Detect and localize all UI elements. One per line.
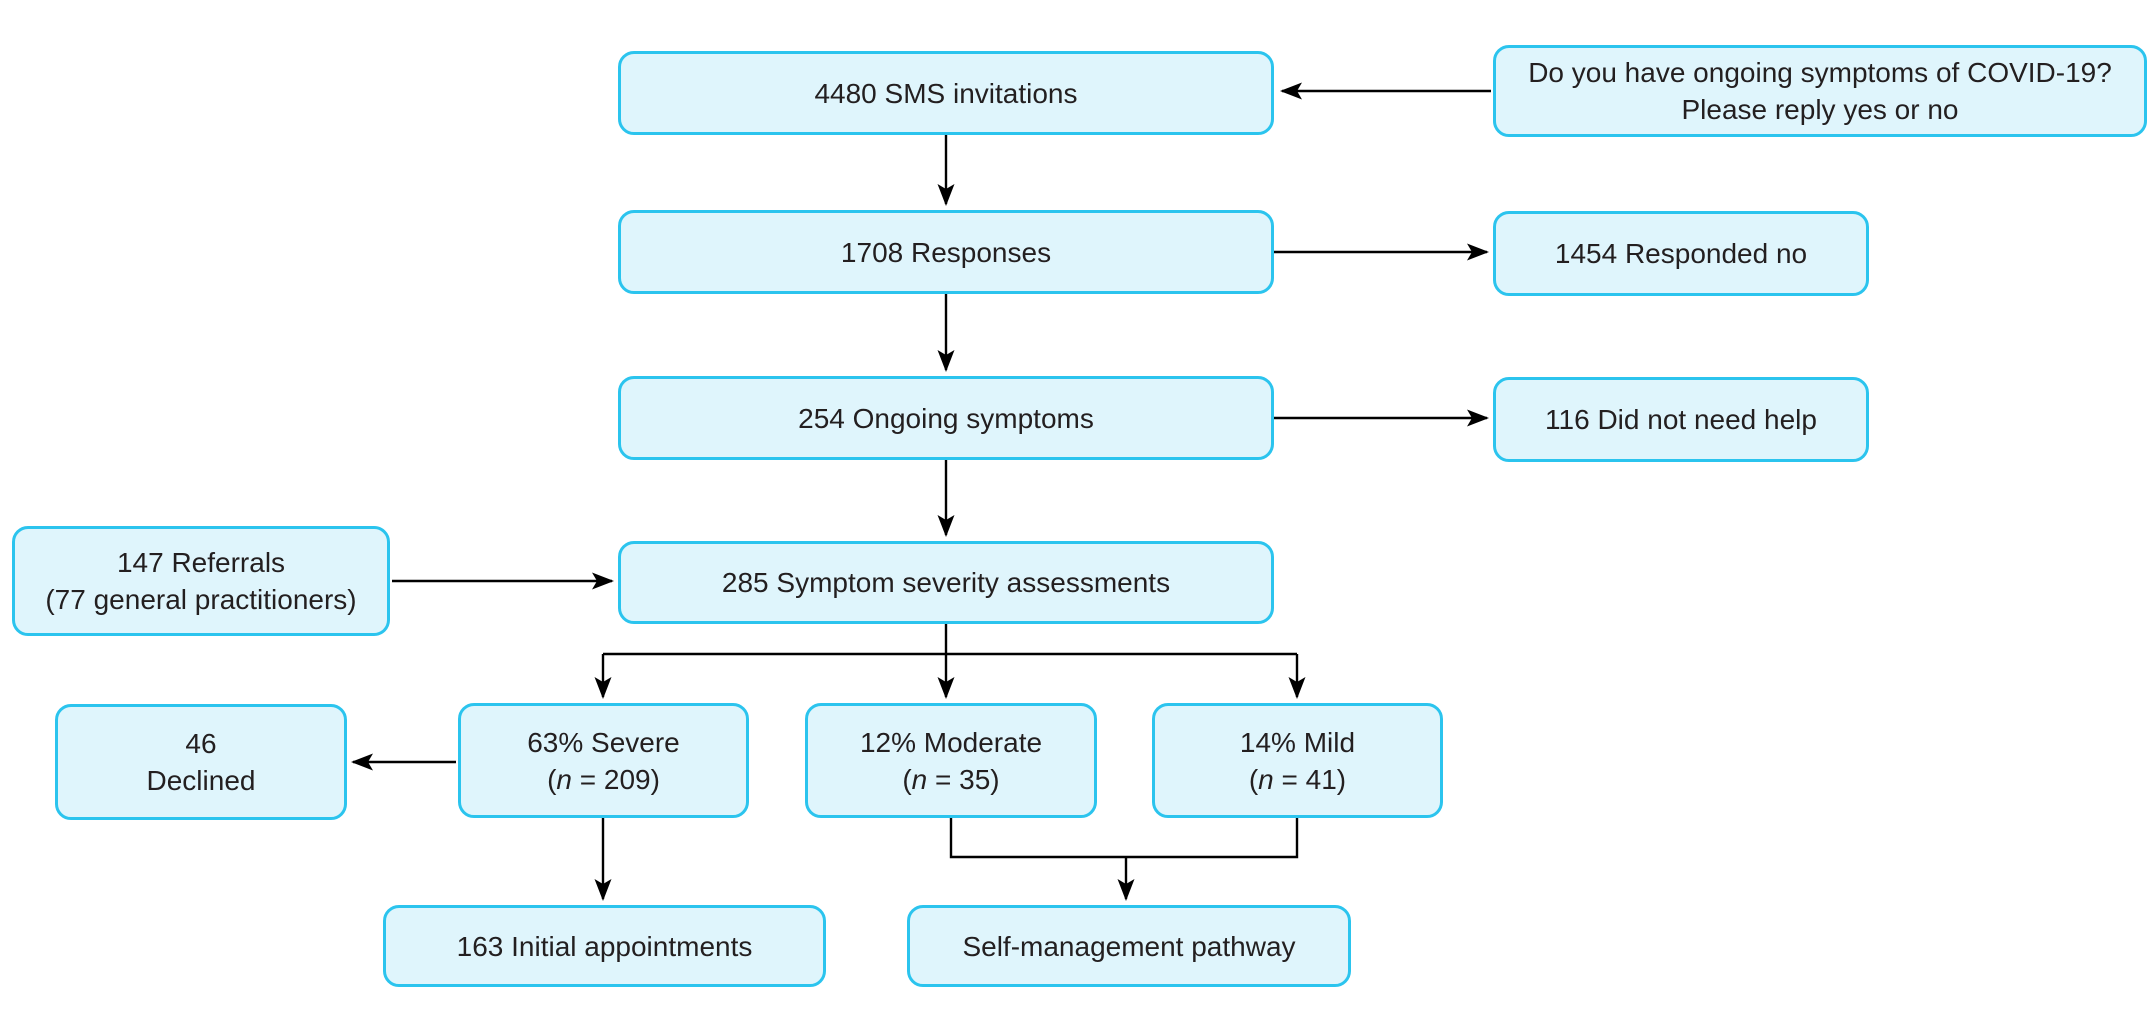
node-initial-appointments: 163 Initial appointments (383, 905, 826, 987)
paren: ( (547, 763, 557, 795)
node-referrals: 147 Referrals (77 general practitioners) (12, 526, 390, 636)
node-label: Self-management pathway (962, 930, 1296, 962)
node-responded-no: 1454 Responded no (1493, 211, 1869, 296)
node-label-line2: Declined (146, 765, 256, 796)
node-sms-invitations: 4480 SMS invitations (618, 51, 1274, 135)
node-label: 1708 Responses (840, 236, 1052, 268)
node-ongoing-symptoms: 254 Ongoing symptoms (618, 376, 1274, 460)
node-severe: 63% Severe (n = 209) (458, 703, 749, 818)
paren: ( (902, 763, 912, 795)
node-label-line1: 14% Mild (1239, 726, 1356, 758)
node-label-line1: 12% Moderate (859, 726, 1043, 758)
node-label-line1: 147 Referrals (116, 547, 286, 578)
node-sms-question: Do you have ongoing symptoms of COVID-19… (1493, 45, 2147, 137)
node-severity-assessments: 285 Symptom severity assessments (618, 541, 1274, 624)
node-label-line1: Do you have ongoing symptoms of COVID-19… (1528, 57, 2112, 88)
n-value: = 35) (927, 763, 1000, 795)
node-label: 1454 Responded no (1554, 238, 1808, 269)
node-label-line2: (77 general practitioners) (45, 584, 357, 615)
node-label: 4480 SMS invitations (814, 77, 1078, 109)
n-symbol: n (911, 763, 928, 795)
paren: ( (1248, 763, 1259, 795)
node-label: 163 Initial appointments (456, 930, 753, 962)
n-value: = 209) (571, 763, 660, 795)
n-symbol: n (1258, 763, 1274, 795)
node-label: 285 Symptom severity assessments (721, 567, 1171, 598)
node-declined: 46 Declined (55, 704, 347, 820)
node-label-line1: 63% Severe (527, 726, 680, 758)
node-label-line2: (n = 209) (547, 761, 660, 798)
node-label-line2: (n = 35) (902, 761, 999, 798)
node-label: 116 Did not need help (1545, 404, 1817, 435)
node-label-line2: (n = 41) (1249, 761, 1346, 798)
node-responses: 1708 Responses (618, 210, 1274, 294)
n-symbol: n (556, 763, 572, 795)
node-label-line2: Please reply yes or no (1681, 94, 1959, 125)
node-moderate: 12% Moderate (n = 35) (805, 703, 1097, 818)
n-value: = 41) (1273, 763, 1347, 795)
node-self-management-pathway: Self-management pathway (907, 905, 1351, 987)
node-label: 254 Ongoing symptoms (798, 402, 1094, 434)
node-label-line1: 46 (185, 728, 217, 759)
join-moderate-mild-line (949, 818, 1299, 859)
node-mild: 14% Mild (n = 41) (1152, 703, 1443, 818)
node-did-not-need-help: 116 Did not need help (1493, 377, 1869, 462)
